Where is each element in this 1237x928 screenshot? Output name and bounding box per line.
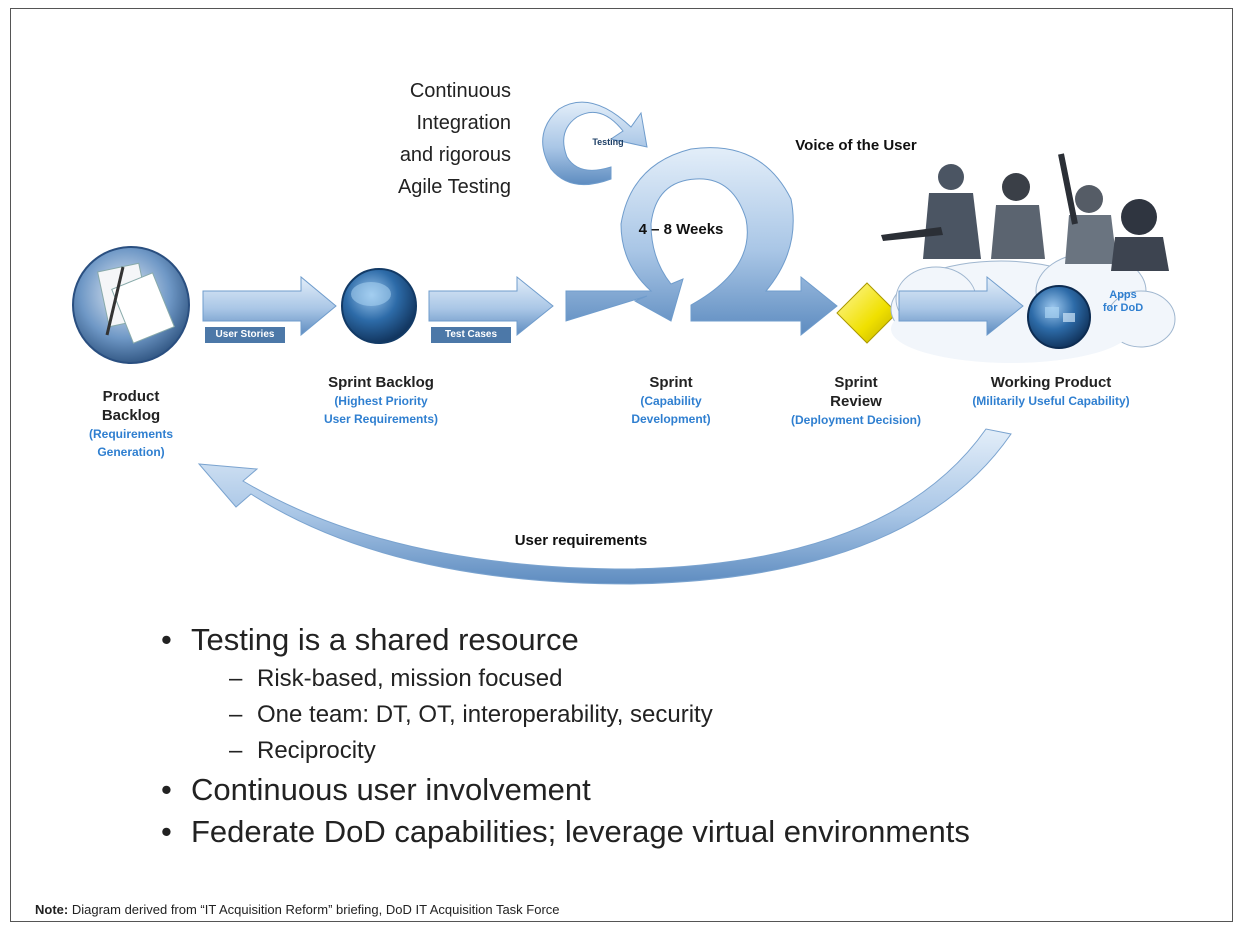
sub-bullet-item: –Reciprocity [229,737,376,764]
test-cases-label: Test Cases [444,329,498,340]
sub-bullet-item: –Risk-based, mission focused [229,665,563,692]
sprint-duration-label: 4 – 8 Weeks [638,221,724,238]
product-backlog-orb [72,246,190,364]
sprint-review-diamond [836,282,898,344]
stage-subtitle: (Militarily Useful Capability) [972,394,1130,408]
stage-sprint-review: Sprint Review (Deployment Decision) [771,373,941,429]
sprint-loop-arrow [565,147,838,337]
voice-of-user-label: Voice of the User [795,137,917,154]
feedback-label: User requirements [514,532,648,549]
stage-subtitle: (Requirements [88,427,174,441]
apps-line: for DoD [1102,302,1144,314]
stage-title: Working Product [990,374,1112,391]
arrow-user-stories [202,275,337,337]
bullet-item: •Continuous user involvement [161,772,591,807]
stage-sprint: Sprint (Capability Development) [611,373,731,428]
stage-title: Backlog [101,407,161,424]
user-stories-tag [205,327,285,343]
sub-bullet-text: Reciprocity [257,737,376,764]
ci-line: Integration [416,112,511,134]
slide-frame: Continuous Integration and rigorous Agil… [10,8,1233,922]
feedback-arrow [197,428,1012,585]
bullet-list: •Testing is a shared resource –Risk-base… [161,619,1161,853]
user-stories-label: User Stories [215,329,275,340]
working-product-orb [1027,285,1091,349]
bullet-text: Federate DoD capabilities; leverage virt… [191,814,970,849]
stage-subtitle: (Capability [640,394,702,408]
stage-sprint-backlog: Sprint Backlog (Highest Priority User Re… [296,373,466,428]
ci-line: Continuous [409,80,511,102]
sub-bullet-text: One team: DT, OT, interoperability, secu… [257,701,713,728]
ci-line: and rigorous [399,144,511,166]
note-text: Diagram derived from “IT Acquisition Ref… [68,902,560,917]
soldiers-image [881,153,1169,271]
test-cases-tag [431,327,511,343]
bullet-item: •Federate DoD capabilities; leverage vir… [161,814,970,849]
agile-process-diagram [72,101,1176,585]
stage-subtitle: (Deployment Decision) [790,413,922,427]
stage-title: Review [830,393,882,410]
note-label: Note: [35,902,69,917]
bullet-item: •Testing is a shared resource [161,622,579,657]
arrow-to-working-product [898,275,1024,337]
stage-title: Product [102,388,160,405]
sprint-backlog-orb [341,268,417,344]
stage-subtitle: Generation) [97,445,165,459]
apps-for-dod-label: Apps for DoD [1093,289,1153,315]
stage-title: Sprint [649,374,693,391]
bullet-text: Continuous user involvement [191,772,591,807]
arrow-test-cases [428,275,554,337]
apps-line: Apps [1109,289,1137,301]
testing-loop-label: Testing [592,137,624,147]
bullet-text: Testing is a shared resource [191,622,579,657]
stage-title: Sprint [834,374,878,391]
footnote: Note: Diagram derived from “IT Acquisiti… [35,902,560,917]
stage-title: Sprint Backlog [328,374,434,391]
stage-product-backlog: Product Backlog (Requirements Generation… [71,387,191,461]
stage-working-product: Working Product (Militarily Useful Capab… [946,373,1156,410]
stage-subtitle: (Highest Priority [334,394,428,408]
sub-bullet-item: –One team: DT, OT, interoperability, sec… [229,701,713,728]
stage-subtitle: User Requirements) [323,412,439,426]
ci-line: Agile Testing [397,176,511,198]
testing-loop-arrow [542,101,648,186]
sub-bullet-text: Risk-based, mission focused [257,665,563,692]
continuous-integration-text: Continuous Integration and rigorous Agil… [351,75,511,203]
stage-subtitle: Development) [631,412,711,426]
